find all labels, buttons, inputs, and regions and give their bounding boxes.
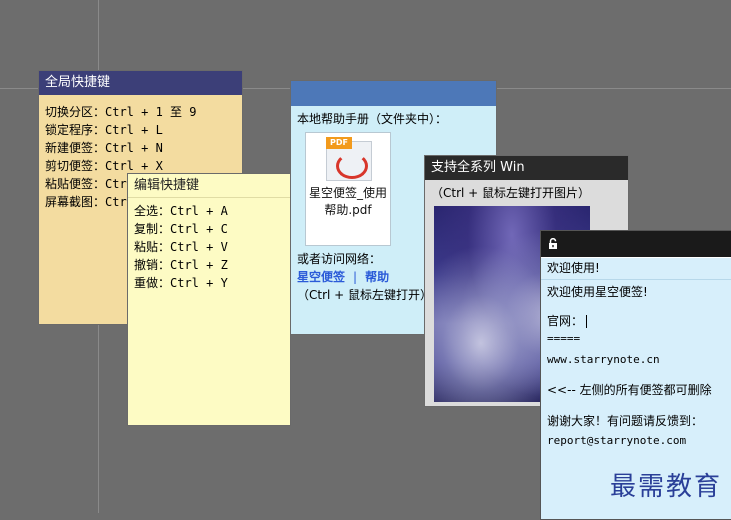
link-starrynote[interactable]: 星空便签 (297, 270, 346, 284)
note-body[interactable]: 全选：Ctrl + A 复制：Ctrl + C 粘贴：Ctrl + V 撤销：C… (128, 198, 290, 296)
pdf-file-name: 星空便签_使用帮助.pdf (308, 186, 387, 217)
note-title[interactable]: 全局快捷键 (39, 71, 242, 95)
pdf-badge: PDF (326, 137, 352, 149)
shortcut-line: 全选：Ctrl + A (134, 204, 228, 218)
site-row: 官网： (547, 313, 728, 330)
acrobat-swirl-icon (336, 153, 368, 179)
shortcut-line: 复制：Ctrl + C (134, 222, 228, 236)
shortcut-line: 剪切便签：Ctrl + X (45, 159, 163, 173)
note-title[interactable]: 支持全系列 Win (425, 156, 628, 180)
note-body[interactable]: 欢迎使用! 欢迎使用星空便签! 官网： ===== www.starrynote… (541, 257, 731, 453)
shortcut-line: 撤销：Ctrl + Z (134, 258, 228, 272)
feedback-email[interactable]: report@starrynote.com (547, 434, 687, 447)
shortcut-line: 重做：Ctrl + Y (134, 276, 228, 290)
note-welcome[interactable]: 欢迎使用! 欢迎使用星空便签! 官网： ===== www.starrynote… (540, 230, 731, 520)
visit-label: 或者访问网络： (297, 252, 382, 266)
note-title-bar[interactable] (291, 81, 496, 106)
deletable-hint: <<-- 左侧的所有便签都可删除 (547, 383, 712, 397)
site-url[interactable]: www.starrynote.cn (547, 353, 660, 366)
link-help[interactable]: 帮助 (365, 270, 390, 284)
open-hint: （Ctrl + 鼠标左键打开） (297, 288, 433, 302)
help-heading: 本地帮助手册（文件夹中）： (297, 112, 448, 126)
shortcut-line: 切换分区：Ctrl + 1 至 9 (45, 105, 197, 119)
help-links: 星空便签 | 帮助 (297, 268, 490, 286)
note-edit-shortcuts[interactable]: 编辑快捷键 全选：Ctrl + A 复制：Ctrl + C 粘贴：Ctrl + … (127, 173, 291, 426)
thanks-text: 谢谢大家！有问题请反馈到： (547, 414, 704, 428)
shortcut-line: 新建便签：Ctrl + N (45, 141, 163, 155)
text-cursor (586, 315, 588, 328)
note-title-bar[interactable] (541, 231, 731, 257)
welcome-header: 欢迎使用! (541, 257, 731, 280)
image-hint: （Ctrl + 鼠标左键打开图片） (431, 186, 591, 200)
welcome-greeting: 欢迎使用星空便签! (547, 285, 648, 299)
divider-text: ===== (547, 332, 581, 345)
pdf-file-icon[interactable]: PDF 星空便签_使用帮助.pdf (305, 132, 391, 246)
shortcut-line: 锁定程序：Ctrl + L (45, 123, 163, 137)
shortcut-line: 粘贴：Ctrl + V (134, 240, 228, 254)
note-title[interactable]: 编辑快捷键 (128, 174, 290, 198)
note-body[interactable]: 本地帮助手册（文件夹中）： PDF 星空便签_使用帮助.pdf 或者访问网络： … (291, 106, 496, 308)
watermark-logo: 最需教育 (610, 472, 723, 502)
note-body[interactable]: （Ctrl + 鼠标左键打开图片） (425, 180, 628, 206)
note-help[interactable]: 本地帮助手册（文件夹中）： PDF 星空便签_使用帮助.pdf 或者访问网络： … (290, 80, 497, 335)
note-body[interactable]: 切换分区：Ctrl + 1 至 9 锁定程序：Ctrl + L 新建便签：Ctr… (39, 95, 242, 215)
site-label: 官网： (547, 314, 584, 328)
lock-icon[interactable] (547, 238, 559, 250)
link-separator: | (353, 270, 358, 284)
